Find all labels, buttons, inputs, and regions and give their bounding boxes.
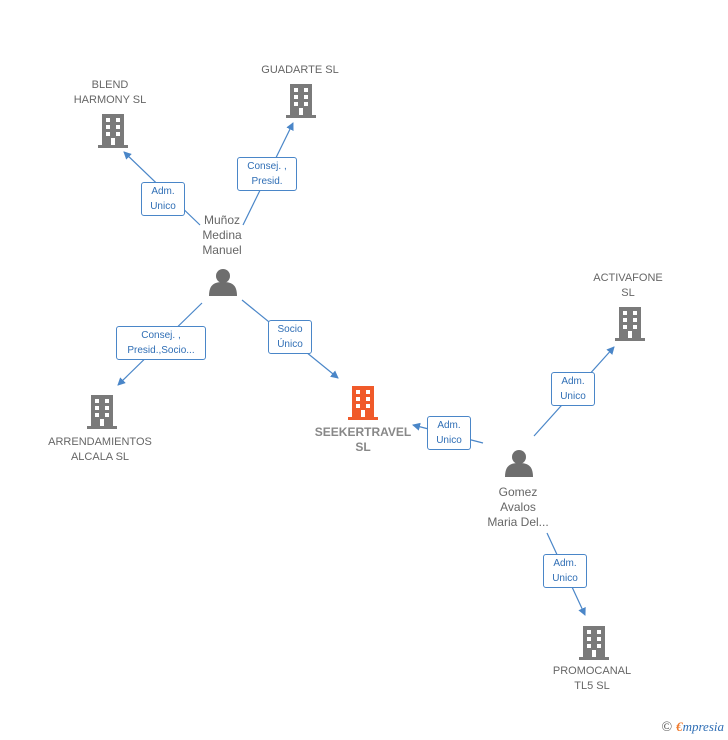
edges	[117, 122, 615, 616]
edge-label-munoz-arrendamientos: Consej. , Presid.,Socio...	[116, 326, 206, 360]
edge-label-munoz-blend: Adm. Unico	[141, 182, 185, 216]
building-icon	[579, 626, 609, 660]
edge-label-line: Adm.	[561, 376, 585, 387]
brand-initial: €	[676, 719, 683, 734]
copyright-symbol: ©	[661, 720, 673, 735]
edge-label-line: Unico	[150, 201, 176, 212]
edge-label-line: Socio	[277, 324, 303, 335]
person-label-line: Manuel	[202, 243, 242, 257]
person-label-gomez: Gomez Avalos Maria Del...	[470, 485, 566, 530]
building-icon	[615, 307, 645, 341]
person-label-line: Medina	[202, 228, 242, 242]
person-label-line: Maria Del...	[487, 515, 549, 529]
person-label-munoz: Muñoz Medina Manuel	[180, 213, 264, 258]
building-icon	[98, 114, 128, 148]
node-label-line: ACTIVAFONE	[593, 272, 663, 284]
node-label-line: SL	[355, 440, 371, 454]
node-label-line: TL5 SL	[574, 680, 610, 692]
node-label-line: ALCALA SL	[70, 451, 130, 463]
edge-label-line: Unico	[560, 391, 586, 402]
edge-label-line: Consej. ,	[141, 330, 181, 341]
edge-label-line: Único	[277, 339, 303, 350]
node-label-line: SL	[621, 287, 635, 299]
edge-label-line: Presid.,Socio...	[127, 345, 195, 356]
building-icon-main	[348, 386, 378, 420]
person-icon	[505, 450, 533, 477]
brand-name: mpresia	[682, 719, 724, 734]
building-icon	[286, 84, 316, 118]
edge-label-gomez-seekertravel: Adm. Unico	[427, 416, 471, 450]
person-label-line: Muñoz	[203, 213, 241, 227]
node-label-line: HARMONY SL	[73, 94, 147, 106]
node-label-line: BLEND	[91, 79, 129, 91]
node-label-line: PROMOCANAL	[552, 665, 632, 677]
edge-label-line: Consej. ,	[247, 161, 287, 172]
edge-label-line: Unico	[552, 573, 578, 584]
node-label-line: ARRENDAMIENTOS	[48, 436, 152, 448]
edge-label-gomez-promocanal: Adm. Unico	[543, 554, 587, 588]
node-label-activafone: ACTIVAFONE SL	[578, 271, 678, 301]
edge-label-line: Adm.	[151, 186, 175, 197]
node-label-promocanal: PROMOCANAL TL5 SL	[542, 664, 642, 694]
empresia-watermark: ©€mpresia	[661, 719, 724, 736]
person-icon	[209, 269, 237, 296]
node-label-guadarte: GUADARTE SL	[248, 63, 352, 78]
node-label-line: GUADARTE SL	[261, 64, 339, 76]
edge-label-line: Adm.	[437, 420, 461, 431]
edge-label-gomez-activafone: Adm. Unico	[551, 372, 595, 406]
node-label-line: SEEKERTRAVEL	[314, 425, 412, 439]
node-label-arrendamientos: ARRENDAMIENTOS ALCALA SL	[40, 435, 160, 465]
edge-label-line: Adm.	[553, 558, 577, 569]
person-label-line: Avalos	[500, 500, 536, 514]
building-icon	[87, 395, 117, 429]
edge-label-line: Presid.	[251, 176, 283, 187]
person-label-line: Gomez	[498, 485, 538, 499]
edge-label-munoz-seekertravel: Socio Único	[268, 320, 312, 354]
node-label-blend: BLEND HARMONY SL	[60, 78, 160, 108]
edge-label-munoz-guadarte: Consej. , Presid.	[237, 157, 297, 191]
edge-label-line: Unico	[436, 435, 462, 446]
node-label-seekertravel: SEEKERTRAVEL SL	[303, 425, 423, 455]
